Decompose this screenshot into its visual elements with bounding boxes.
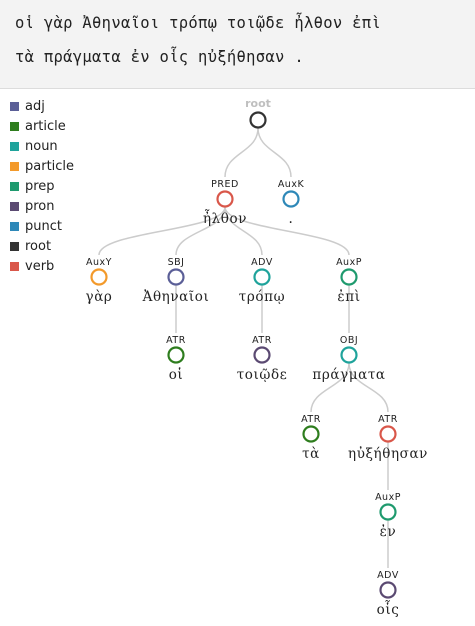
legend-item-article: article <box>10 116 74 136</box>
node-circle[interactable] <box>340 346 358 364</box>
legend-label: article <box>25 118 66 134</box>
legend-label: pron <box>25 198 55 214</box>
tree-node-n11[interactable]: ADV οἷς <box>377 570 400 618</box>
word-form-label: πράγματα <box>312 367 385 383</box>
node-circle[interactable] <box>253 346 271 364</box>
legend-label: adj <box>25 98 45 114</box>
word-form-label: τοιῷδε <box>237 367 288 383</box>
relation-label: SBJ <box>168 257 185 268</box>
node-circle[interactable] <box>216 190 234 208</box>
tree-node-n5[interactable]: ATR τοιῷδε <box>237 335 288 383</box>
tree-node-n3[interactable]: SBJ Ἀθηναῖοι <box>142 257 210 305</box>
word-form-label: ηὐξήθησαν <box>348 446 428 462</box>
tree-link <box>224 206 350 256</box>
legend-item-adj: adj <box>10 96 74 116</box>
word-form-label: . <box>289 211 294 227</box>
legend-item-noun: noun <box>10 136 74 156</box>
legend-item-pron: pron <box>10 196 74 216</box>
legend-swatch <box>10 161 19 171</box>
tree-link <box>310 362 350 413</box>
word-form-label: ἦλθον <box>203 210 247 227</box>
relation-label: root <box>245 97 271 110</box>
legend-item-prep: prep <box>10 176 74 196</box>
tree-node-n1[interactable]: ATR οἱ <box>166 335 186 383</box>
relation-label: AuxP <box>336 257 362 268</box>
tree-link <box>98 206 226 256</box>
relation-label: AuxY <box>86 257 112 268</box>
word-form-label: ἐν <box>380 524 397 540</box>
tree-link <box>224 206 263 256</box>
node-circle[interactable] <box>340 268 358 286</box>
node-circle[interactable] <box>302 425 320 443</box>
tree-node-n7[interactable]: AuxP ἐπὶ <box>336 257 362 305</box>
tree-node-n8[interactable]: ATR τὰ <box>301 414 321 462</box>
legend-swatch <box>10 181 19 191</box>
legend-item-root: root <box>10 236 74 256</box>
legend-swatch <box>10 101 19 111</box>
word-form-label: τὰ <box>302 446 320 462</box>
legend-swatch <box>10 141 19 151</box>
relation-label: OBJ <box>340 335 358 346</box>
tree-link <box>224 127 259 178</box>
word-form-label: ἐπὶ <box>337 289 360 305</box>
node-circle[interactable] <box>249 111 267 129</box>
node-circle[interactable] <box>379 425 397 443</box>
legend-item-verb: verb <box>10 256 74 276</box>
relation-label: ATR <box>301 414 321 425</box>
node-circle[interactable] <box>90 268 108 286</box>
node-circle[interactable] <box>282 190 300 208</box>
relation-label: PRED <box>211 179 239 190</box>
tree-link <box>257 127 292 178</box>
word-form-label: οἱ <box>169 367 184 383</box>
tree-node-n9[interactable]: OBJ πράγματα <box>312 335 385 383</box>
relation-label: AuxK <box>278 179 305 190</box>
node-circle[interactable] <box>379 581 397 599</box>
legend-swatch <box>10 221 19 231</box>
tree-node-n10[interactable]: AuxP ἐν <box>375 492 401 540</box>
sentence-line-1: οἱ γὰρ Ἀθηναῖοι τρόπῳ τοιῷδε ἦλθον ἐπὶ <box>15 14 382 32</box>
tree-node-n6[interactable]: PRED ἦλθον <box>203 179 247 227</box>
relation-label: ADV <box>251 257 273 268</box>
sentence-bar: οἱ γὰρ Ἀθηναῖοι τρόπῳ τοιῷδε ἦλθον ἐπὶ τ… <box>0 0 475 89</box>
tree-link <box>348 362 389 413</box>
legend-swatch <box>10 261 19 271</box>
legend-swatch <box>10 241 19 251</box>
legend-item-punct: punct <box>10 216 74 236</box>
tree-node-n14[interactable]: AuxK. <box>278 179 305 227</box>
legend-label: verb <box>25 258 55 274</box>
word-form-label: γὰρ <box>86 289 113 305</box>
dependency-tree: rootPREDἦλθονAuxK.AuxYγὰρSBJἈθηναῖοιADVτ… <box>86 97 428 618</box>
legend-label: particle <box>25 158 75 174</box>
relation-label: ADV <box>377 570 399 581</box>
word-form-label: οἷς <box>377 601 400 618</box>
word-form-label: Ἀθηναῖοι <box>142 289 210 305</box>
pos-legend: adj article noun particle prep pron punct root v… <box>10 96 74 276</box>
node-circle[interactable] <box>379 503 397 521</box>
legend-swatch <box>10 121 19 131</box>
legend-label: punct <box>25 218 62 234</box>
relation-label: ATR <box>252 335 272 346</box>
relation-label: ATR <box>378 414 398 425</box>
tree-node-root[interactable]: root <box>245 97 271 129</box>
legend-label: root <box>25 238 52 254</box>
relation-label: AuxP <box>375 492 401 503</box>
legend-label: prep <box>25 178 55 194</box>
relation-label: ATR <box>166 335 186 346</box>
tree-link <box>175 206 226 256</box>
node-circle[interactable] <box>167 346 185 364</box>
node-circle[interactable] <box>253 268 271 286</box>
node-circle[interactable] <box>167 268 185 286</box>
word-form-label: τρόπῳ <box>239 289 285 305</box>
sentence-line-2: τὰ πράγματα ἐν οἷς ηὐξήθησαν . <box>15 48 304 66</box>
legend-label: noun <box>25 138 58 154</box>
tree-node-n2[interactable]: AuxY γὰρ <box>86 257 113 305</box>
tree-node-n13[interactable]: ATR ηὐξήθησαν <box>348 414 428 462</box>
tree-node-n4[interactable]: ADV τρόπῳ <box>239 257 285 305</box>
legend-item-particle: particle <box>10 156 74 176</box>
legend-swatch <box>10 201 19 211</box>
